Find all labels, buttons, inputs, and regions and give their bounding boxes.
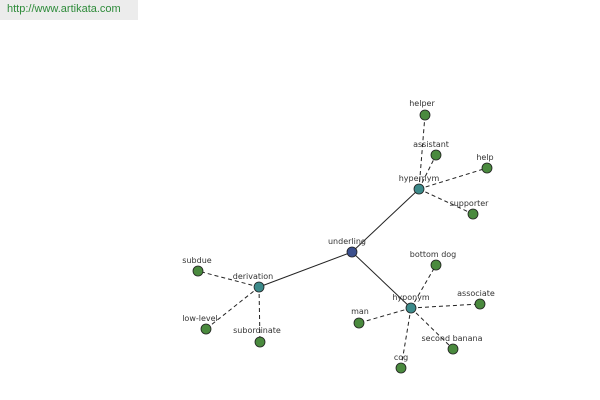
label-subordinate: subordinate <box>233 326 281 335</box>
edge-underling-to-derivation <box>258 251 353 288</box>
label-low-level: low-level <box>182 314 218 323</box>
node-subdue[interactable] <box>192 265 204 277</box>
label-hypernym: hypernym <box>399 174 440 183</box>
url-banner: http://www.artikata.com <box>0 0 138 20</box>
node-bottom-dog[interactable] <box>430 259 442 271</box>
label-subdue: subdue <box>182 256 211 265</box>
node-associate[interactable] <box>474 298 486 310</box>
node-hypernym[interactable] <box>413 183 425 195</box>
edge-hyponym-to-cog <box>400 307 412 369</box>
node-assistant[interactable] <box>430 149 442 161</box>
graph-nodes <box>192 109 493 374</box>
node-supporter[interactable] <box>467 208 479 220</box>
node-cog[interactable] <box>395 362 407 374</box>
label-derivation: derivation <box>233 272 273 281</box>
label-second-banana: second banana <box>422 334 483 343</box>
node-second-banana[interactable] <box>447 343 459 355</box>
edge-derivation-to-subordinate <box>258 286 261 343</box>
node-hyponym[interactable] <box>405 302 417 314</box>
graph-edges <box>197 114 488 369</box>
label-bottom-dog: bottom dog <box>410 250 457 259</box>
graph-labels: underling hypernym hyponym derivation helper… <box>182 99 495 362</box>
label-associate: associate <box>457 289 495 298</box>
node-underling[interactable] <box>346 246 358 258</box>
edge-derivation-to-low-level <box>205 286 260 330</box>
label-hyponym: hyponym <box>392 293 430 302</box>
label-underling: underling <box>328 237 366 246</box>
label-helper: helper <box>409 99 435 108</box>
node-helper[interactable] <box>419 109 431 121</box>
edge-underling-to-hyponym <box>351 251 412 309</box>
label-cog: cog <box>394 353 408 362</box>
label-man: man <box>351 307 369 316</box>
edge-hypernym-to-helper <box>418 114 426 190</box>
edge-hyponym-to-associate <box>410 303 481 309</box>
node-man[interactable] <box>353 317 365 329</box>
label-help: help <box>476 153 493 162</box>
edge-hypernym-to-supporter <box>418 188 474 215</box>
label-supporter: supporter <box>450 199 490 208</box>
edge-hypernym-to-help <box>418 167 488 190</box>
edge-derivation-to-subdue <box>197 270 260 288</box>
node-derivation[interactable] <box>253 281 265 293</box>
node-help[interactable] <box>481 162 493 174</box>
edge-hypernym-to-assistant <box>418 154 437 190</box>
edge-underling-to-hypernym <box>351 188 420 253</box>
site-url-link[interactable]: http://www.artikata.com <box>7 3 121 15</box>
node-low-level[interactable] <box>200 323 212 335</box>
edge-hyponym-to-bottom-dog <box>410 264 437 309</box>
edge-hyponym-to-man <box>358 307 412 324</box>
label-assistant: assistant <box>413 140 449 149</box>
node-subordinate[interactable] <box>254 336 266 348</box>
edge-hyponym-to-second-banana <box>410 307 454 350</box>
